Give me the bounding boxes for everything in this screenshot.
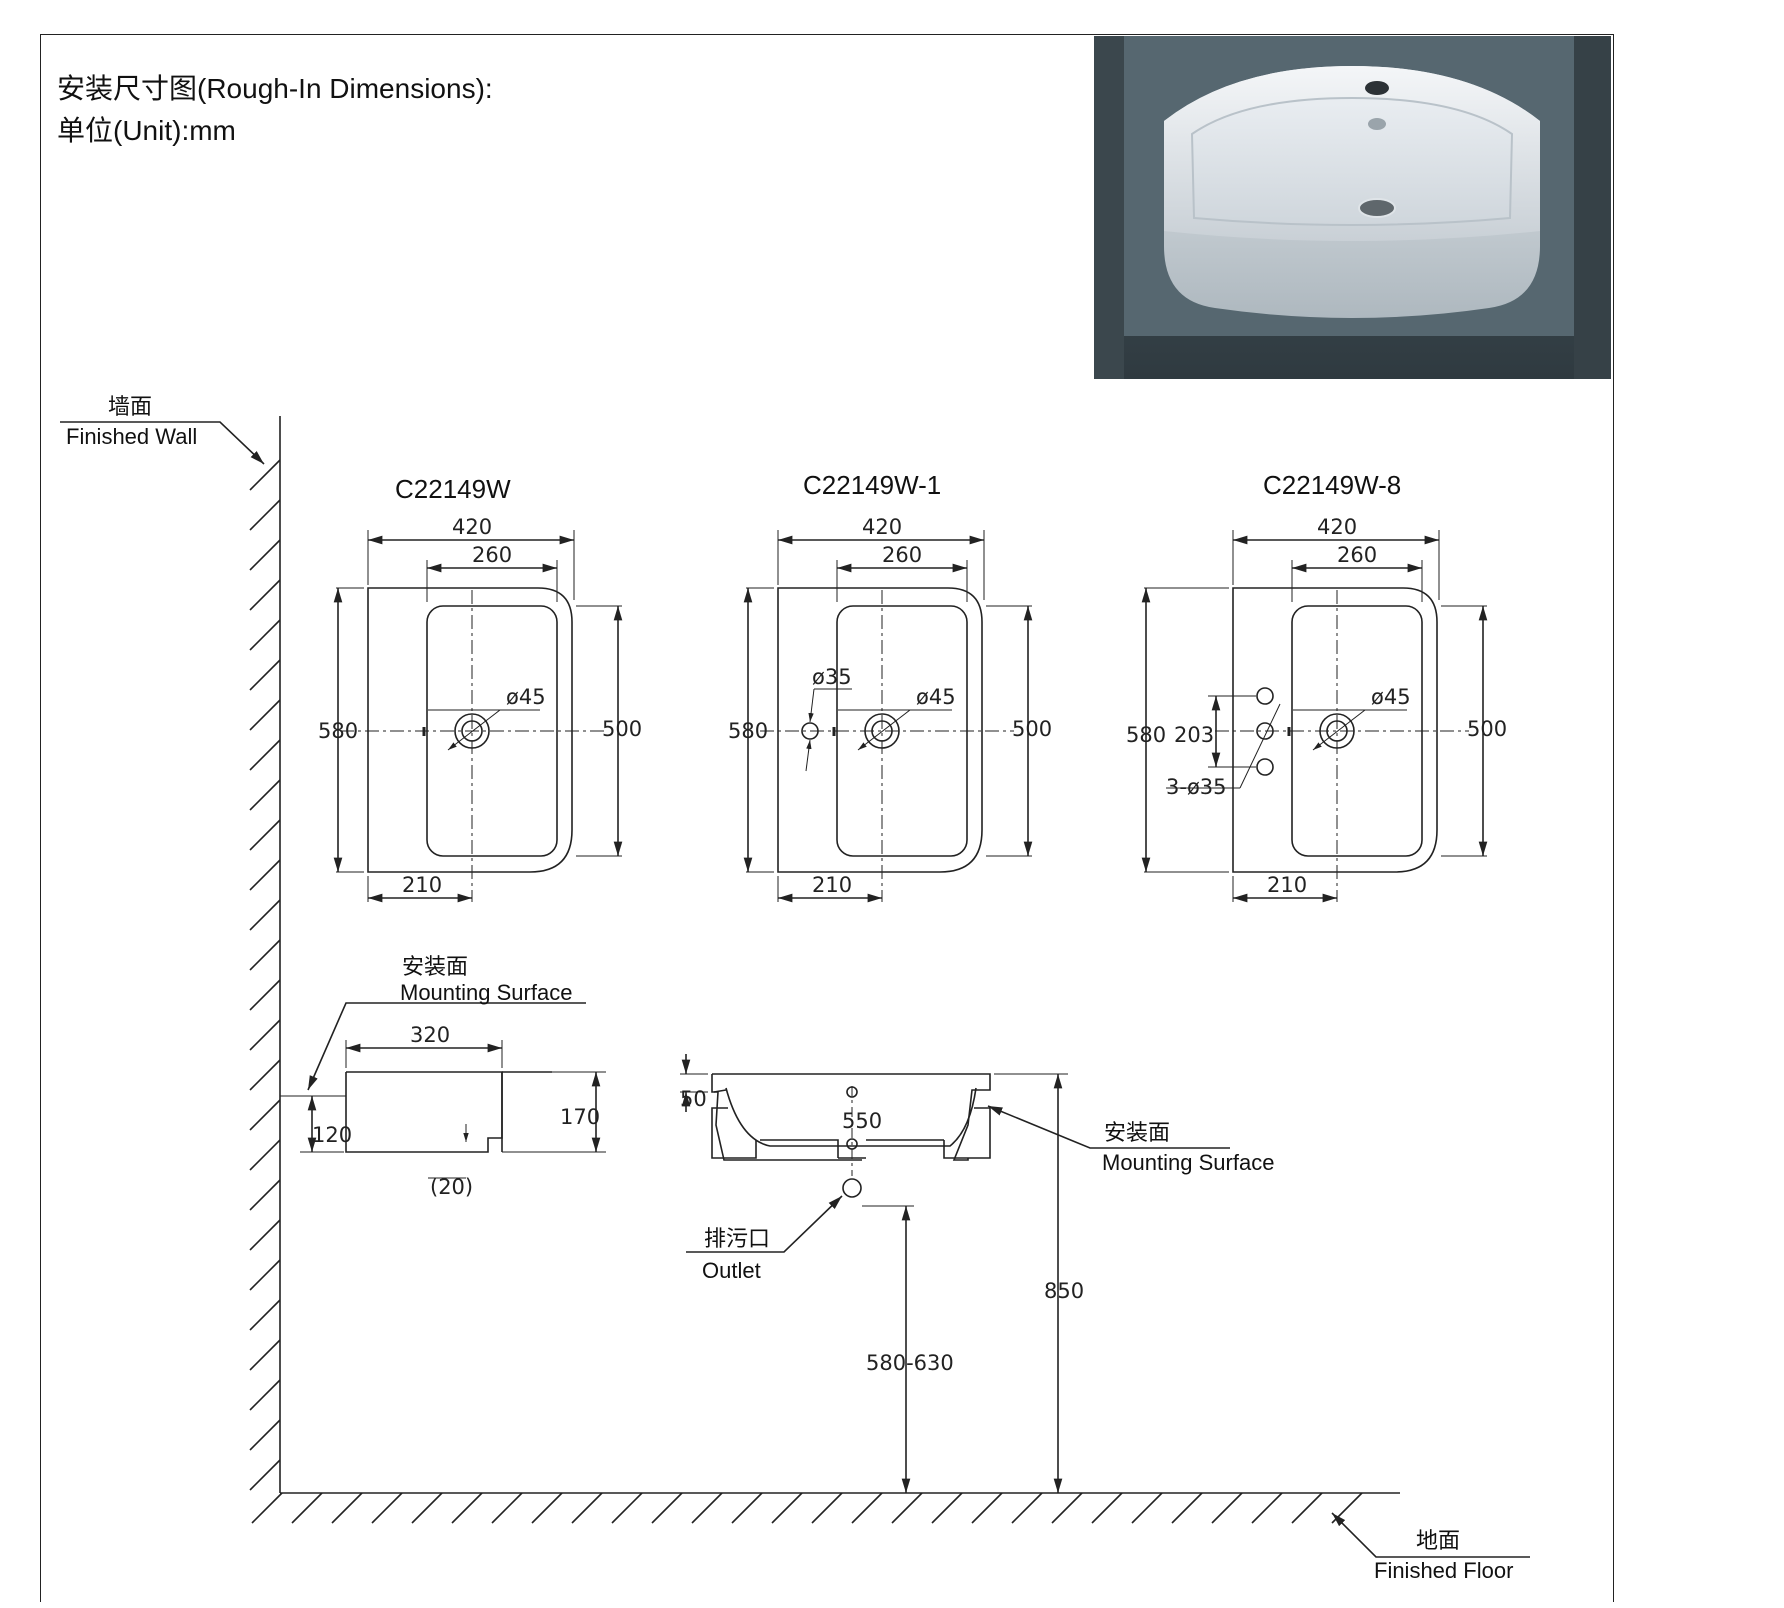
floor-hatching <box>251 1492 1363 1524</box>
c22149w-1-drain: ø45 <box>916 685 956 709</box>
wall-label-cn: 墙面 <box>108 394 152 419</box>
outlet-leader <box>686 1195 843 1253</box>
c22149w-8-spacing: 203 <box>1174 723 1214 747</box>
c22149w-depth: 580 <box>318 719 358 743</box>
c22149w-8-taps: 3-ø35 <box>1166 775 1227 799</box>
mounting-surface-right-cn: 安装面 <box>1104 1120 1170 1145</box>
mounting-surface-left-cn: 安装面 <box>402 954 468 979</box>
c22149w-width: 420 <box>452 515 492 539</box>
c22149w-8-drain: ø45 <box>1371 685 1411 709</box>
side-height: 170 <box>560 1105 600 1129</box>
model-c22149w-1: C22149W-1 <box>803 470 941 500</box>
c22149w-1-depth: 580 <box>728 719 768 743</box>
plan-view-c22149w <box>333 530 623 903</box>
wall-hatching <box>249 459 281 1491</box>
front-top-height: 50 <box>680 1087 707 1111</box>
mounting-surface-left-leader <box>307 1002 586 1091</box>
c22149w-1-bowl-depth: 500 <box>1012 717 1052 741</box>
c22149w-8-offset: 210 <box>1267 873 1307 897</box>
frame-right-border <box>1613 34 1614 1602</box>
c22149w-1-bowl-width: 260 <box>882 543 922 567</box>
product-photo <box>1094 36 1611 379</box>
plan-view-c22149w-8 <box>1141 530 1488 903</box>
title-line-dimensions: 安装尺寸图(Rough-In Dimensions): <box>57 73 493 104</box>
mounting-surface-left-en: Mounting Surface <box>400 980 572 1005</box>
outlet-label-en: Outlet <box>702 1258 761 1283</box>
c22149w-1-tap: ø35 <box>812 665 852 689</box>
title-line-unit: 单位(Unit):mm <box>57 115 236 146</box>
side-lower-height: 120 <box>312 1123 352 1147</box>
frame-top-border <box>40 34 1614 35</box>
drawing-title: 安装尺寸图(Rough-In Dimensions): 单位(Unit):mm <box>57 68 493 152</box>
c22149w-drain: ø45 <box>506 685 546 709</box>
c22149w-8-depth: 580 <box>1126 723 1166 747</box>
side-step: (20) <box>430 1175 473 1199</box>
c22149w-offset: 210 <box>402 873 442 897</box>
floor-label-leader <box>1331 1512 1530 1558</box>
plan-view-c22149w-1 <box>743 530 1033 903</box>
mounting-surface-right-en: Mounting Surface <box>1102 1150 1274 1175</box>
mounting-surface-right-leader <box>987 1105 1230 1149</box>
model-c22149w: C22149W <box>395 474 511 504</box>
outlet-label-cn: 排污口 <box>704 1226 770 1251</box>
floor-label-en: Finished Floor <box>1374 1558 1513 1583</box>
front-width: 550 <box>842 1109 882 1133</box>
total-height: 850 <box>1044 1279 1084 1303</box>
c22149w-1-offset: 210 <box>812 873 852 897</box>
c22149w-bowl-depth: 500 <box>602 717 642 741</box>
wall-label-leader <box>60 421 265 465</box>
frame-left-border <box>40 34 41 1602</box>
c22149w-8-bowl-depth: 500 <box>1467 717 1507 741</box>
c22149w-1-width: 420 <box>862 515 902 539</box>
outlet-height: 580-630 <box>866 1351 954 1375</box>
front-section-view <box>680 1054 1230 1493</box>
c22149w-8-bowl-width: 260 <box>1337 543 1377 567</box>
model-c22149w-8: C22149W-8 <box>1263 470 1401 500</box>
wall-label-en: Finished Wall <box>66 424 197 449</box>
side-view-basin <box>280 1002 606 1179</box>
side-width: 320 <box>410 1023 450 1047</box>
c22149w-bowl-width: 260 <box>472 543 512 567</box>
floor-label-cn: 地面 <box>1416 1528 1460 1553</box>
c22149w-8-width: 420 <box>1317 515 1357 539</box>
